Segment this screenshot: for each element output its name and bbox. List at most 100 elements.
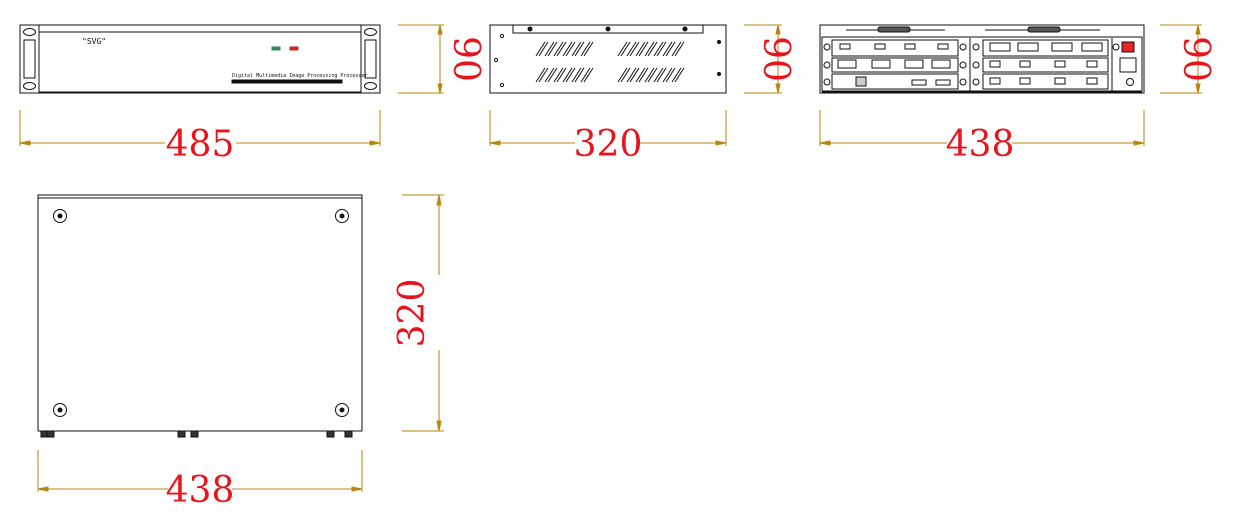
vent-slot xyxy=(562,67,573,83)
vent-slot xyxy=(556,67,567,83)
vent-slot xyxy=(674,41,685,57)
front-brand-text: "SVG" xyxy=(82,37,106,46)
connector-port xyxy=(837,59,857,69)
top-width-dimension xyxy=(37,450,363,492)
vent-slot xyxy=(644,41,655,57)
led-red xyxy=(289,46,299,51)
vent-slot xyxy=(556,41,567,57)
vent-slot xyxy=(620,41,631,57)
left-ear-top-hole xyxy=(23,28,36,36)
rear-card-slot xyxy=(982,39,1109,57)
side-top-rail xyxy=(512,24,704,34)
rear-height-dimension xyxy=(1160,24,1202,94)
connector-port xyxy=(1086,60,1098,68)
connector-port xyxy=(989,60,1001,68)
vent-slot xyxy=(535,67,546,83)
side-view xyxy=(489,24,727,94)
vent-slot xyxy=(571,41,582,57)
rear-connector-stub xyxy=(344,430,353,438)
connector-port xyxy=(871,59,891,69)
vent-slot xyxy=(571,67,582,83)
rear-card-slot xyxy=(831,57,959,73)
card-screw xyxy=(959,61,967,69)
rear-width-dimension xyxy=(819,110,1145,146)
rear-top-label-right xyxy=(1027,26,1061,33)
power-inlet xyxy=(1119,57,1137,73)
vent-slot xyxy=(671,41,682,57)
rear-width-label: 438 xyxy=(946,124,1015,165)
left-rack-ear xyxy=(19,24,40,94)
connector-port xyxy=(931,59,951,69)
card-screw xyxy=(972,43,980,51)
right-handle xyxy=(364,39,377,79)
top-depth-dimension xyxy=(402,194,444,432)
vent-slot xyxy=(629,67,640,83)
card-screw xyxy=(972,61,980,69)
vent-slot xyxy=(574,67,585,83)
rear-connector-stub xyxy=(190,430,199,438)
connector-port xyxy=(1086,77,1098,85)
rear-connectors xyxy=(837,42,1103,86)
vent-slot xyxy=(647,67,658,83)
led-green xyxy=(271,46,281,51)
vent-slot xyxy=(617,67,628,83)
power-switch xyxy=(1121,41,1135,53)
connector-port xyxy=(874,43,886,50)
vent-slot xyxy=(547,41,558,57)
front-height-dimension xyxy=(398,24,444,94)
rear-inner-frame xyxy=(821,36,1143,92)
rear-card-slot xyxy=(831,73,959,90)
connector-port xyxy=(1051,42,1073,52)
front-height-label: 90 xyxy=(445,36,486,82)
side-height-dimension xyxy=(744,24,782,94)
connector-port xyxy=(1054,60,1066,68)
vent-slot xyxy=(547,67,558,83)
vent-slot xyxy=(665,67,676,83)
vent-slot xyxy=(553,41,564,57)
connector-port xyxy=(1019,77,1031,85)
card-screw xyxy=(823,61,831,69)
vent-slot xyxy=(662,67,673,83)
rear-top-label-left xyxy=(877,26,911,33)
top-screw xyxy=(335,209,349,223)
front-label-bar xyxy=(231,79,343,84)
card-screw xyxy=(823,78,831,86)
vent-slot xyxy=(580,41,591,57)
vent-slot xyxy=(620,67,631,83)
vent-slot xyxy=(574,41,585,57)
vent-slot xyxy=(565,41,576,57)
rear-card-slot xyxy=(982,57,1109,73)
card-screw xyxy=(972,78,980,86)
card-screw xyxy=(959,78,967,86)
vent-slot xyxy=(638,67,649,83)
left-handle xyxy=(23,39,36,79)
rear-height-label: 90 xyxy=(1175,36,1216,82)
rear-connector-stub xyxy=(326,430,335,438)
vent-slot xyxy=(635,67,646,83)
vent-slot xyxy=(538,41,549,57)
side-width-dimension xyxy=(489,110,727,146)
vent-slot xyxy=(644,67,655,83)
top-rear-connectors xyxy=(40,430,353,438)
right-rack-ear xyxy=(360,24,381,94)
connector-port xyxy=(989,42,1011,52)
ethernet-port xyxy=(855,76,867,87)
connector-port xyxy=(1017,42,1039,52)
vent-slot xyxy=(544,67,555,83)
vent-slot xyxy=(674,67,685,83)
rear-connector-stub xyxy=(46,430,55,438)
vent-slot xyxy=(665,41,676,57)
vent-slot xyxy=(626,67,637,83)
rear-connector-stub xyxy=(177,430,186,438)
vent-slot xyxy=(553,67,564,83)
vent-slot xyxy=(647,41,658,57)
vent-slot xyxy=(617,41,628,57)
vent-slot xyxy=(656,67,667,83)
top-screw xyxy=(335,403,349,417)
vent-slot xyxy=(583,67,594,83)
top-depth-label: 320 xyxy=(392,279,433,348)
rear-panel xyxy=(819,24,1145,94)
vent-slot xyxy=(565,67,576,83)
front-subtitle-text: Digital Multimedia Image Processing Proc… xyxy=(232,73,367,79)
side-height-label: 90 xyxy=(755,36,796,82)
